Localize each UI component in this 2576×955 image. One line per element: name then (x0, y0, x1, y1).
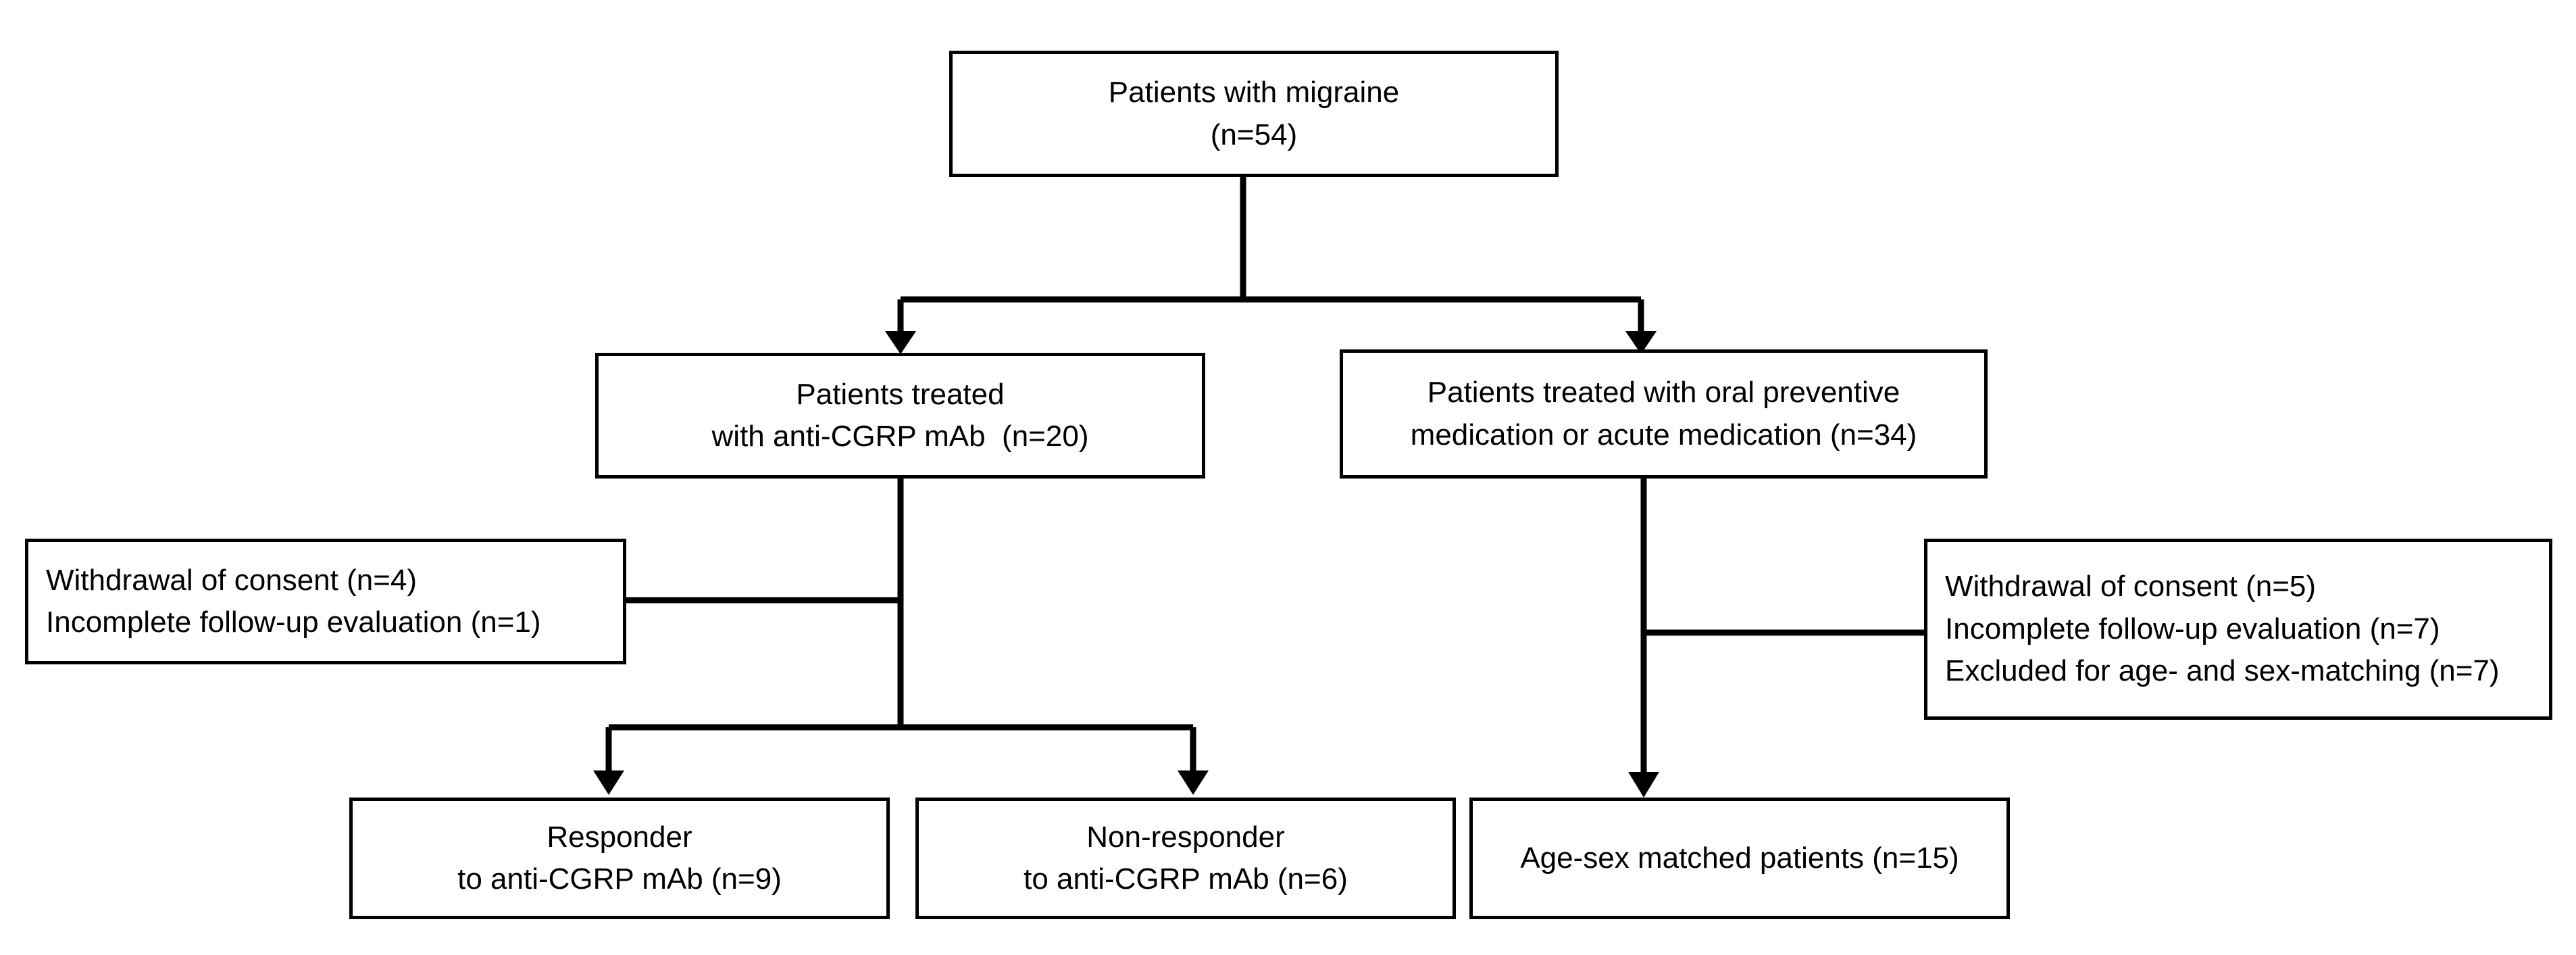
arrowhead-to-matched (1628, 772, 1659, 798)
node-line: Responder (547, 820, 692, 854)
node-age-sex-matched-patients: Age-sex matched patients (n=15) (1469, 798, 2010, 919)
node-line: Withdrawal of consent (n=4) (46, 563, 418, 597)
node-patients-treated-anti-cgrp: Patients treated with anti-CGRP mAb (n=2… (595, 353, 1205, 479)
node-line: Patients treated with oral preventive (1427, 376, 1900, 410)
node-line: (n=54) (1210, 118, 1298, 151)
node-line: medication or acute medication (n=34) (1410, 418, 1917, 451)
node-line: Patients with migraine (1108, 76, 1400, 109)
node-line: Incomplete follow-up evaluation (n=7) (1945, 612, 2440, 645)
node-line: Age-sex matched patients (n=15) (1520, 841, 1959, 875)
arrowhead-to-anti-cgrp (885, 331, 916, 354)
arrowhead-to-responder (593, 770, 624, 795)
node-line: to anti-CGRP mAb (n=9) (457, 862, 782, 896)
arrowhead-to-non-responder (1178, 770, 1209, 795)
node-excluded-anti-cgrp: Withdrawal of consent (n=4) Incomplete f… (25, 539, 626, 664)
node-line: to anti-CGRP mAb (n=6) (1024, 862, 1348, 896)
node-patients-with-migraine: Patients with migraine (n=54) (949, 51, 1559, 177)
node-excluded-oral-preventive: Withdrawal of consent (n=5) Incomplete f… (1924, 539, 2552, 720)
node-line: Patients treated (796, 377, 1005, 411)
node-line: Withdrawal of consent (n=5) (1945, 570, 2317, 604)
node-line: with anti-CGRP mAb (n=20) (711, 420, 1089, 453)
node-responder: Responder to anti-CGRP mAb (n=9) (349, 798, 890, 919)
node-non-responder: Non-responder to anti-CGRP mAb (n=6) (915, 798, 1456, 919)
node-line: Non-responder (1086, 820, 1285, 854)
node-line: Excluded for age- and sex-matching (n=7) (1945, 654, 2500, 688)
node-line: Incomplete follow-up evaluation (n=1) (46, 606, 541, 639)
node-patients-treated-oral-preventive: Patients treated with oral preventive me… (1340, 349, 1988, 479)
